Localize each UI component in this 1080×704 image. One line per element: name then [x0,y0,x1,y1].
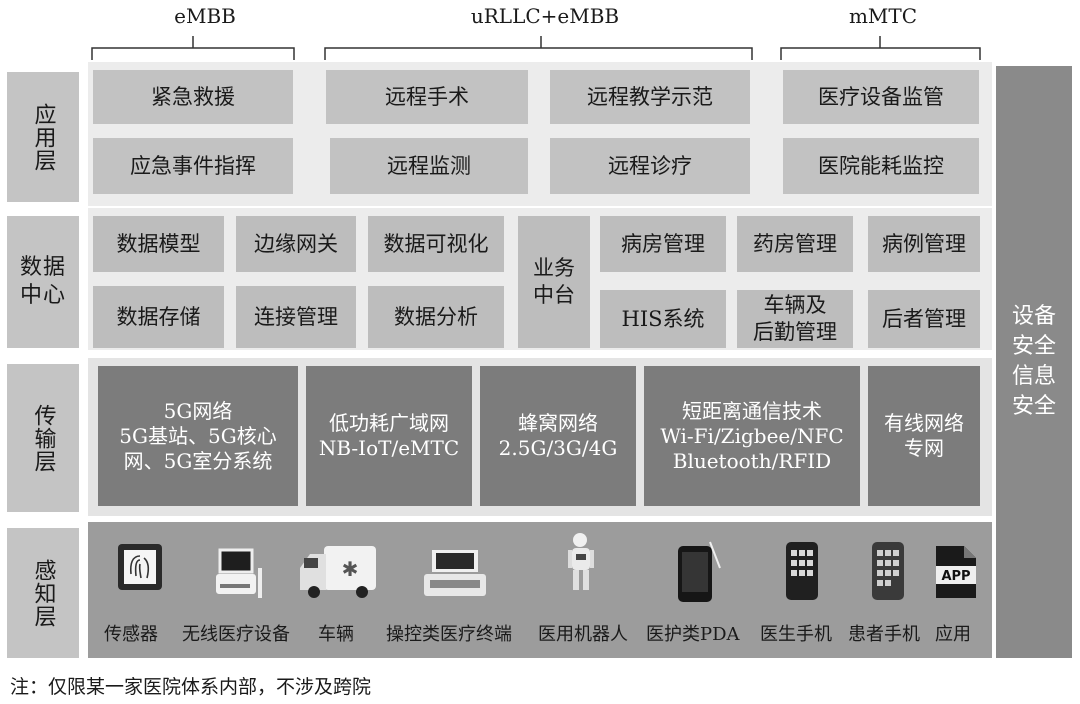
device-supervision-box: 医疗设备监管 [783,70,979,124]
transport-layer-label: 传输层 [7,364,79,512]
fingerprint-sensor-icon [118,544,162,590]
patient-management-box: 后者管理 [868,290,980,348]
urllc-embb-label: uRLLC+eMBB [470,4,620,28]
emergency-rescue-box: 紧急救援 [93,70,293,124]
svg-text:✱: ✱ [342,557,359,581]
patient-phone-label: 患者手机 [848,624,920,645]
vehicle-logistics-box: 车辆及 后勤管理 [737,290,853,348]
robot-label: 医用机器人 [538,624,628,645]
business-platform-box: 业务 中台 [518,216,590,348]
medical-device-icon [216,548,262,598]
lpwan-box: 低功耗广域网 NB-IoT/eMTC [306,366,472,506]
short-range-box: 短距离通信技术 Wi-Fi/Zigbee/NFC Bluetooth/RFID [644,366,860,506]
ward-management-box: 病房管理 [600,216,726,272]
mmtc-brace [780,36,981,60]
data-storage-box: 数据存储 [93,286,224,348]
urllc-brace [324,36,753,60]
data-visualization-box: 数据可视化 [368,216,504,272]
sensor-label: 传感器 [104,624,158,645]
wired-network-box: 有线网络 专网 [868,366,980,506]
energy-monitoring-box: 医院能耗监控 [783,138,979,194]
remote-teaching-box: 远程教学示范 [550,70,750,124]
perception-icons: ✱ [118,533,976,602]
5g-network-box: 5G网络 5G基站、5G核心 网、5G室分系统 [98,366,298,506]
ambulance-icon: ✱ [300,546,376,598]
medical-terminal-icon [424,550,486,596]
remote-diagnosis-box: 远程诊疗 [550,138,750,194]
remote-surgery-box: 远程手术 [326,70,528,124]
embb-label: eMBB [174,4,236,28]
phone-icon [872,542,904,600]
mmtc-label: mMTC [848,4,918,28]
case-management-box: 病例管理 [868,216,980,272]
pharmacy-management-box: 药房管理 [737,216,853,272]
phone-icon [786,542,818,600]
doctor-phone-label: 医生手机 [760,624,832,645]
grouping-braces [91,36,981,60]
remote-monitoring-box: 远程监测 [330,138,528,194]
data-center-layer-label: 数据 中心 [7,216,79,348]
embb-brace [91,36,295,60]
data-analysis-box: 数据分析 [368,286,504,348]
robot-icon [568,533,594,590]
footnote: 注：仅限某一家医院体系内部，不涉及跨院 [10,676,372,698]
vehicle-label: 车辆 [318,624,354,645]
perception-layer-label: 感知层 [7,528,79,658]
application-layer-label: 应用层 [7,72,79,202]
security-column: 设备 安全 信息 安全 [996,66,1072,658]
his-system-box: HIS系统 [600,290,726,348]
connection-management-box: 连接管理 [236,286,356,348]
app-file-icon: APP [936,546,976,598]
edge-gateway-box: 边缘网关 [236,216,356,272]
terminal-label: 操控类医疗终端 [386,624,512,645]
pda-icon [678,541,721,602]
wireless-device-label: 无线医疗设备 [182,624,290,645]
pda-label: 医护类PDA [646,624,740,645]
data-model-box: 数据模型 [93,216,224,272]
app-label: 应用 [935,624,971,645]
emergency-command-box: 应急事件指挥 [93,138,293,194]
cellular-network-box: 蜂窝网络 2.5G/3G/4G [480,366,636,506]
app-icon-text: APP [941,569,970,584]
